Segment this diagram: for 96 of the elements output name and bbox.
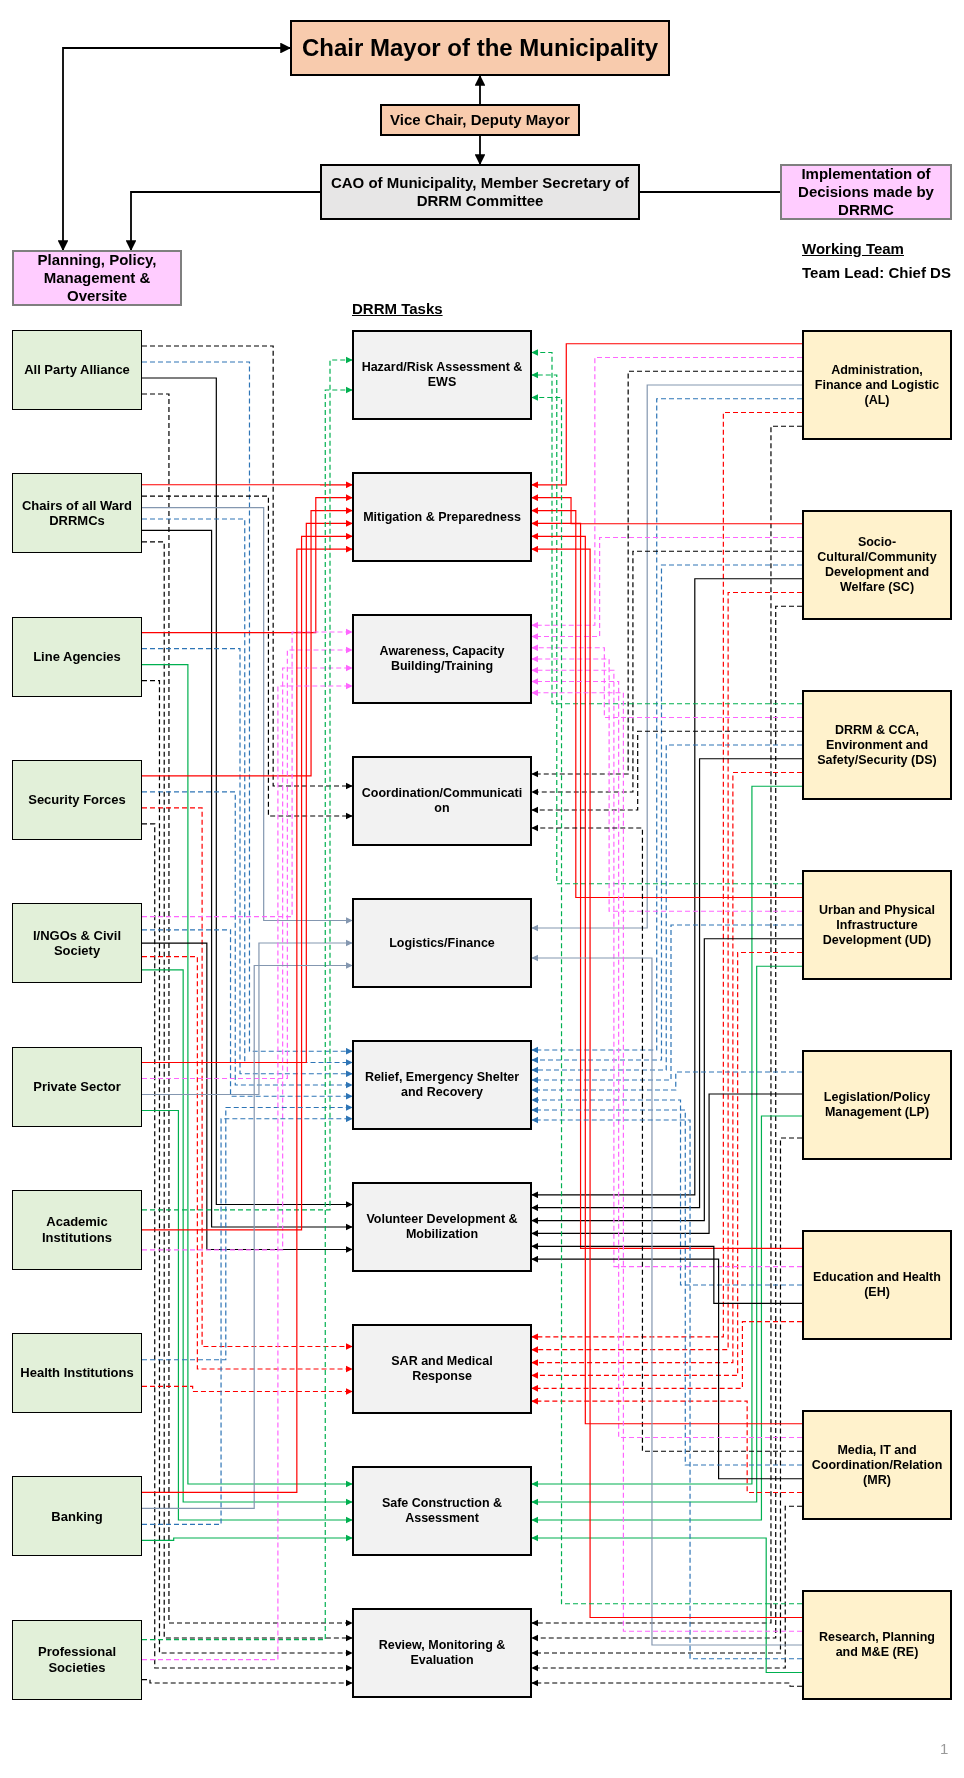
team-box: Research, Planning and M&E (RE) — [802, 1590, 952, 1700]
team-box: Education and Health (EH) — [802, 1230, 952, 1340]
arrow — [141, 628, 353, 918]
arrow — [141, 345, 353, 790]
stakeholder-box: Health Institutions — [12, 1333, 142, 1414]
arrow — [531, 356, 803, 629]
task-box: Mitigation & Preparedness — [352, 472, 532, 562]
arrow — [531, 965, 803, 1506]
arrow — [474, 135, 486, 166]
arrow — [531, 1115, 803, 1524]
arrow — [141, 807, 353, 1351]
heading-text: DRRM Tasks — [352, 300, 443, 317]
arrow — [531, 771, 803, 1367]
arrow — [531, 924, 803, 1084]
stakeholder-box: Private Sector — [12, 1046, 142, 1127]
task-box: Volunteer Development & Mobilization — [352, 1182, 532, 1272]
team-box: Urban and Physical Infrastructure Development (UD) — [802, 870, 952, 980]
arrow — [141, 664, 353, 1251]
arrow — [531, 951, 803, 1380]
arrow — [141, 823, 353, 1672]
role-box: Planning, Policy, Management & Oversite — [12, 250, 182, 306]
arrow — [141, 361, 353, 1055]
arrow — [531, 506, 803, 899]
arrow — [141, 481, 353, 489]
stakeholder-box: Professional Societies — [12, 1619, 142, 1700]
arrow — [531, 1505, 803, 1672]
team-box: DRRM & CCA, Environment and Safety/Security (DS) — [802, 690, 952, 800]
arrow — [125, 191, 321, 252]
office-box: CAO of Municipality, Member Secretary of DRRM Committee — [320, 164, 640, 220]
task-box: Coordination/Communication — [352, 756, 532, 846]
task-box: Hazard/Risk Assessment & EWS — [352, 330, 532, 420]
stakeholder-box: All Party Alliance — [12, 330, 142, 410]
arrow — [531, 644, 803, 719]
arrow — [141, 1534, 353, 1542]
arrow — [531, 370, 803, 778]
arrow — [531, 1071, 803, 1094]
arrow — [531, 677, 803, 1439]
arrow — [141, 506, 353, 777]
arrow — [531, 1255, 803, 1480]
team-box: Administration, Finance and Logistic (AL) — [802, 330, 952, 440]
stakeholder-box: Academic Institutions — [12, 1189, 142, 1270]
task-box: Awareness, Capacity Building/Training — [352, 614, 532, 704]
office-box: Vice Chair, Deputy Mayor — [380, 104, 580, 136]
arrow — [531, 655, 803, 912]
arrow — [531, 744, 803, 1074]
team-box: Legislation/Policy Management (LP) — [802, 1050, 952, 1160]
task-box: Logistics/Finance — [352, 898, 532, 988]
heading-text: Team Lead: Chief DS — [802, 264, 951, 281]
task-box: Relief, Emergency Shelter and Recovery — [352, 1040, 532, 1130]
task-box: Safe Construction & Assessment — [352, 1466, 532, 1556]
task-box: Review, Monitoring & Evaluation — [352, 1608, 532, 1698]
office-box: Chair Mayor of the Municipality — [290, 20, 670, 76]
arrow — [531, 954, 803, 1646]
stakeholder-box: Banking — [12, 1476, 142, 1557]
role-box: Implementation of Decisions made by DRRMC — [780, 164, 952, 220]
arrow — [531, 938, 803, 1225]
arrow — [531, 666, 803, 1268]
arrow — [531, 343, 803, 489]
team-box: Media, IT and Coordination/Relation (MR) — [802, 1410, 952, 1520]
arrow — [531, 1321, 803, 1392]
stakeholder-box: I/NGOs & Civil Society — [12, 903, 142, 984]
arrow — [141, 1385, 353, 1396]
arrow — [531, 1106, 803, 1466]
arrow — [531, 398, 803, 1054]
arrow — [531, 1242, 803, 1304]
team-box: Socio-Cultural/Community Development and Welfare (SC) — [802, 510, 952, 620]
arrow — [531, 494, 803, 525]
arrow — [531, 758, 803, 1212]
arrow — [141, 495, 353, 820]
arrow — [531, 1534, 803, 1674]
arrow — [141, 942, 353, 1254]
arrow — [531, 411, 803, 1341]
heading-text: Working Team — [802, 240, 904, 257]
arrow — [531, 536, 803, 641]
connector-line — [639, 191, 781, 193]
arrow — [141, 955, 353, 1373]
arrow — [531, 1096, 803, 1286]
stakeholder-box: Security Forces — [12, 759, 142, 840]
arrow — [531, 1679, 803, 1687]
arrow — [531, 1093, 803, 1238]
task-box: SAR and Medical Response — [352, 1324, 532, 1414]
arrow — [141, 1103, 353, 1361]
arrow — [474, 74, 486, 105]
arrow — [531, 550, 803, 796]
stakeholder-box: Chairs of all Ward DRRMCs — [12, 473, 142, 554]
arrow — [141, 494, 353, 634]
arrow — [531, 348, 803, 705]
stakeholder-box: Line Agencies — [12, 616, 142, 697]
arrow — [531, 564, 803, 1064]
arrow — [141, 791, 353, 1089]
arrow — [531, 1397, 803, 1494]
arrow — [141, 1679, 353, 1687]
arrow — [57, 42, 292, 252]
page-number: 1 — [940, 1740, 949, 1757]
arrow — [141, 507, 353, 925]
arrow — [531, 730, 803, 814]
